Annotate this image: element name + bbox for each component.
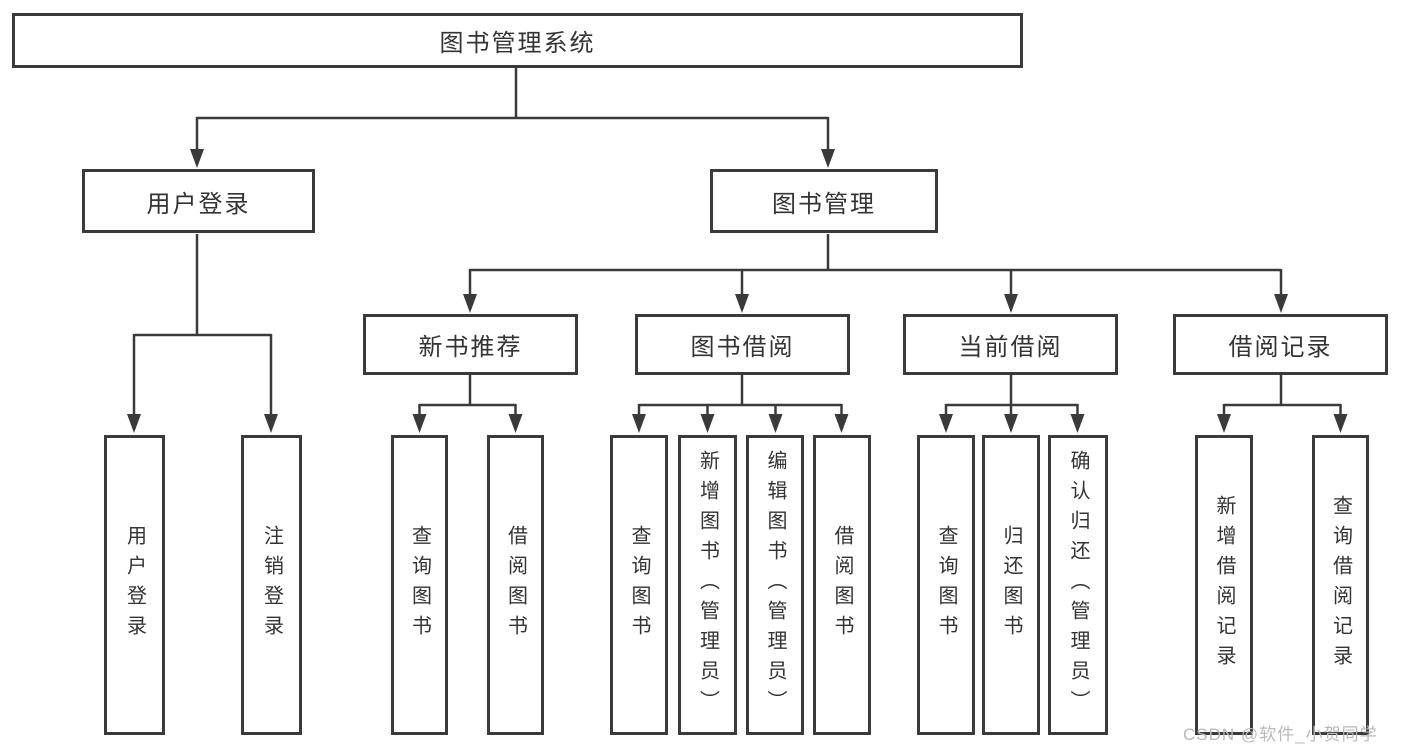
leaf-borrow-books-borrow: 借阅图书 (813, 435, 871, 735)
leaf-query-books-recommend: 查询图书 (391, 435, 448, 735)
leaf-user-login: 用户登录 (104, 435, 165, 735)
leaf-add-book-admin: 新增图书（管理员） (678, 435, 737, 735)
node-user-login: 用户登录 (82, 169, 315, 233)
node-borrowing-records: 借阅记录 (1173, 314, 1388, 375)
csdn-watermark: CSDN @软件_小贺同学 (1183, 725, 1378, 744)
leaf-borrow-books-recommend: 借阅图书 (487, 435, 544, 735)
leaf-edit-book-admin: 编辑图书（管理员） (746, 435, 804, 735)
arrowheads (127, 149, 1348, 433)
leaf-query-books-current: 查询图书 (917, 435, 975, 735)
leaf-return-books: 归还图书 (982, 435, 1040, 735)
node-library-management-system: 图书管理系统 (12, 13, 1023, 68)
node-book-management: 图书管理 (710, 169, 938, 233)
leaf-add-borrow-record: 新增借阅记录 (1195, 435, 1253, 735)
node-new-book-recommendation: 新书推荐 (363, 314, 578, 375)
node-book-borrowing: 图书借阅 (635, 314, 850, 375)
leaf-query-borrow-record: 查询借阅记录 (1312, 435, 1369, 735)
leaf-query-books-borrow: 查询图书 (610, 435, 668, 735)
node-current-borrowing: 当前借阅 (903, 314, 1118, 375)
leaf-confirm-return-admin: 确认归还（管理员） (1048, 435, 1108, 735)
leaf-logout: 注销登录 (241, 435, 302, 735)
